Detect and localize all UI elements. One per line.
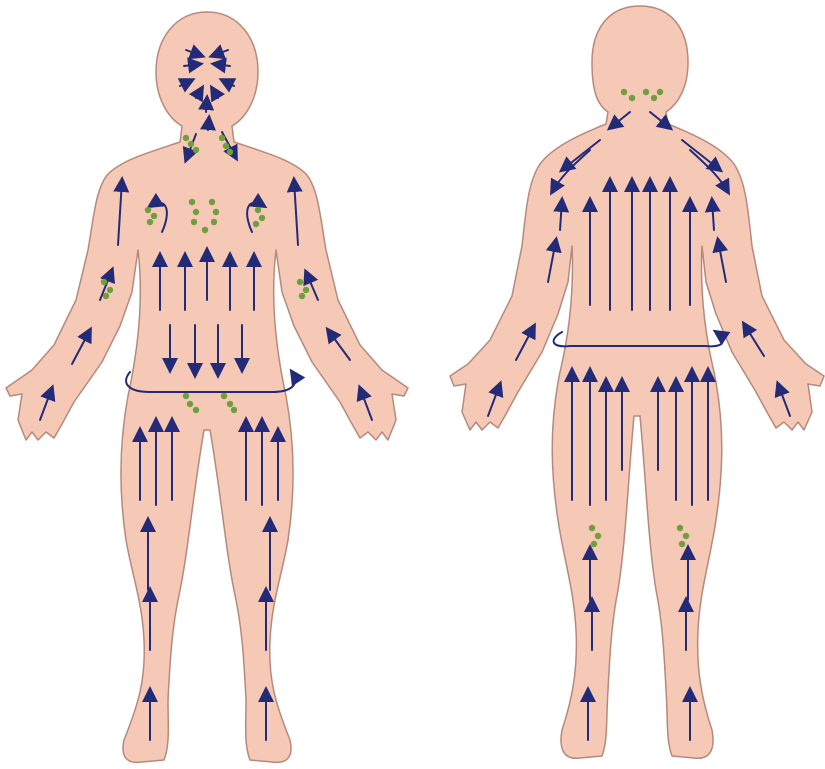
lymph-node-dot [183, 393, 189, 399]
lymph-node-dot [211, 219, 217, 225]
lymph-node-dot [629, 95, 635, 101]
lymph-node-dot [219, 135, 225, 141]
lymph-node-dot [183, 135, 189, 141]
lymph-node-dot [101, 279, 107, 285]
lymph-node-dot [213, 209, 219, 215]
lymph-node-dot [145, 207, 151, 213]
lymph-node-dot [189, 199, 195, 205]
face-arrow [206, 98, 207, 112]
lymph-node-dot [202, 227, 208, 233]
lymph-node-dot [299, 293, 305, 299]
lymph-node-dot [227, 401, 233, 407]
lymph-node-dot [253, 221, 259, 227]
lymph-node-dot [193, 407, 199, 413]
lymph-node-dot [147, 219, 153, 225]
lymph-node-dot [221, 393, 227, 399]
lymph-node-dot [643, 89, 649, 95]
lymph-node-dot [595, 533, 601, 539]
back-body [450, 6, 824, 758]
lymph-node-dot [683, 533, 689, 539]
lymph-node-dot [259, 215, 265, 221]
lymph-node-dot [303, 287, 309, 293]
lymph-node-dot [297, 279, 303, 285]
lymph-node-dot [679, 541, 685, 547]
lymph-node-dot [107, 287, 113, 293]
lymph-node-dot [223, 143, 229, 149]
back-body-silhouette [450, 6, 824, 758]
neck-arrow [208, 118, 209, 130]
lymph-node-dot [231, 407, 237, 413]
front-body-silhouette [6, 12, 408, 762]
front-body [6, 12, 408, 762]
lymph-node-dot [103, 293, 109, 299]
lymph-node-dot [591, 541, 597, 547]
lymph-node-dot [188, 141, 194, 147]
lymph-node-dot [209, 199, 215, 205]
lymph-node-dot [589, 525, 595, 531]
lymph-node-dot [191, 219, 197, 225]
lymph-node-dot [193, 209, 199, 215]
lymph-node-dot [227, 149, 233, 155]
lymph-node-dot [187, 401, 193, 407]
lymph-node-dot [621, 89, 627, 95]
lymph-node-dot [255, 207, 261, 213]
lymph-node-dot [651, 95, 657, 101]
lymph-node-dot [193, 147, 199, 153]
lymph-node-dot [657, 89, 663, 95]
lymph-node-dot [677, 525, 683, 531]
lymph-node-dot [151, 213, 157, 219]
